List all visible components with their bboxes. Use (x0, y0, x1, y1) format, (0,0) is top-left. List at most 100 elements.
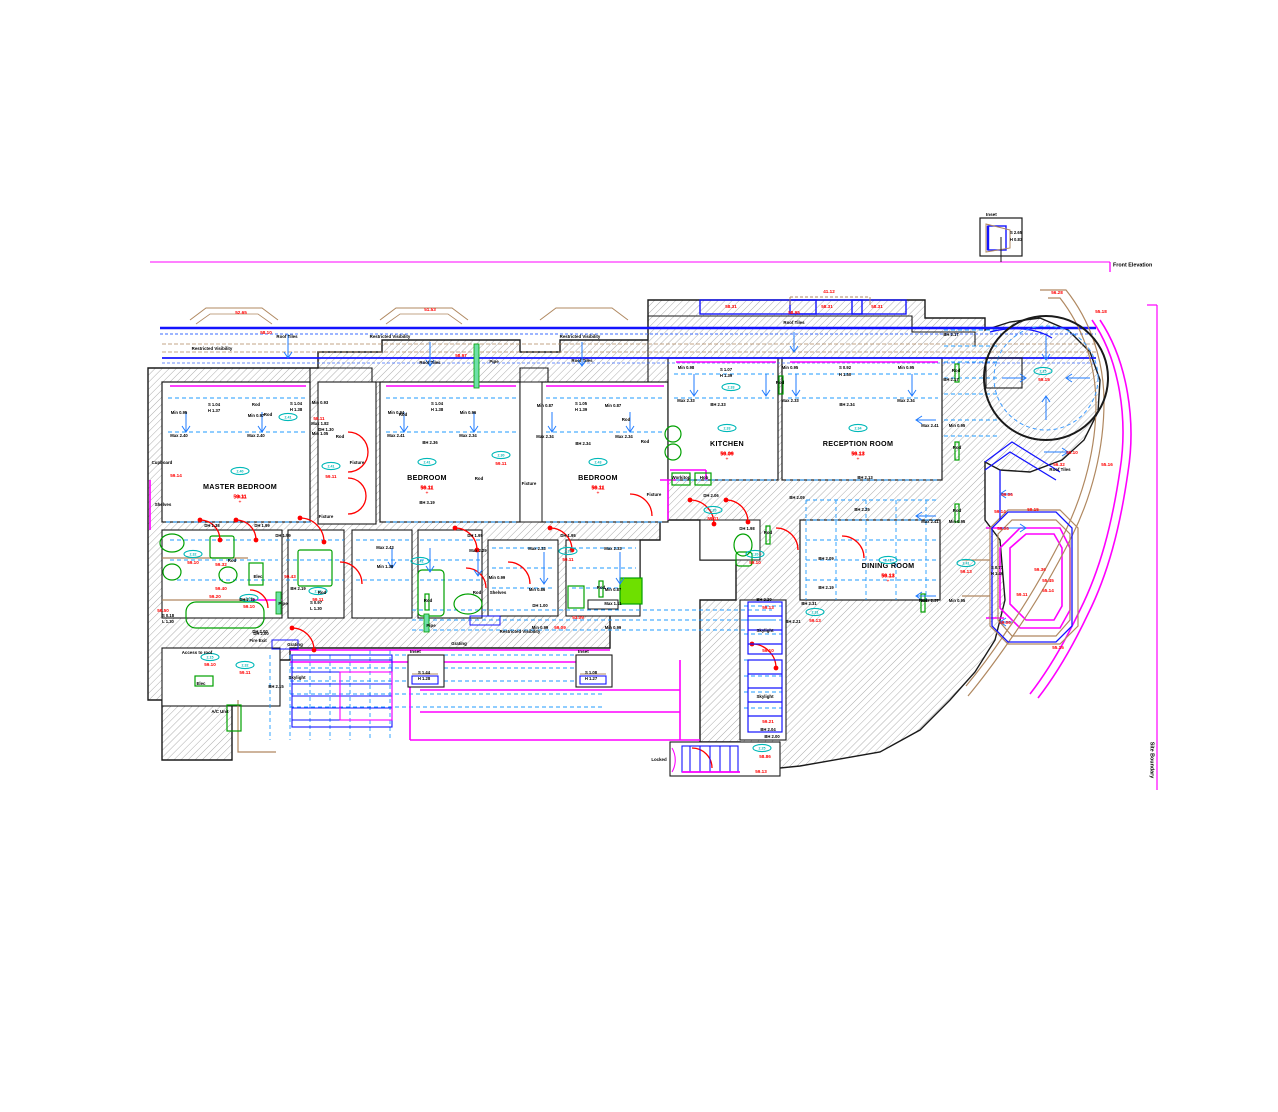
spot-elevation-value: 59.10 (749, 560, 761, 565)
spot-elevation-value: 59.15 (1038, 377, 1050, 382)
dimension-callout: S 0.77 (991, 565, 1004, 570)
brown-outline-curves (162, 289, 1105, 753)
ceiling-height-tag-ellipse (956, 558, 976, 568)
dimension-callout: H 0.83 (1010, 237, 1023, 242)
spot-elevation-value: 59.40 (215, 586, 227, 591)
dimension-callout: Min 0.96 (460, 410, 477, 415)
spot-elevation-value: 59.13 (809, 618, 821, 623)
ceiling-height-tag-ellipse (278, 412, 298, 422)
ceiling-height-tag-value: 2.19 (246, 596, 253, 600)
spot-elevation-value: 59.10 (204, 662, 216, 667)
ceiling-height-tag-ellipse (745, 549, 765, 559)
inset-box-mid (575, 654, 613, 688)
dimension-callout: Min 0.97 (248, 413, 265, 418)
spot-elevation-value: 59.10 (243, 604, 255, 609)
dimension-callout: Max 2.40 (247, 433, 265, 438)
dimension-callout: BH 2.36 (422, 440, 438, 445)
spot-elevation-value: 59.11 (707, 516, 719, 521)
dimension-callout: H 1.46 (991, 571, 1004, 576)
spot-elevation-value: 59.32 (215, 562, 227, 567)
dimension-callout: S 2.65 (1010, 230, 1023, 235)
ceiling-height-tag-ellipse (703, 505, 723, 515)
dimension-callout: Max 2.41 (921, 519, 939, 524)
dimension-callout: DH 1.95 (467, 533, 483, 538)
dimension-callout: Min 0.95 (949, 423, 966, 428)
front-elevation-label: Front Elevation (1113, 262, 1152, 268)
ceiling-height-tag-ellipse (717, 423, 737, 433)
dimension-callout: H 1.39 (720, 373, 733, 378)
spot-elevation-value: 55.18 (1095, 309, 1107, 314)
spot-elevation-value: 53.09 (572, 615, 584, 620)
plan-note-label: Rod (597, 585, 606, 590)
ceiling-height-tag-value: 2.41 (417, 559, 424, 563)
room-levels: 59.11+59.11+59.11+59.09+59.13+59.13+ (233, 451, 894, 584)
plan-note-label: Fixture (319, 514, 334, 519)
dimension-callout: S 1.08 (585, 670, 598, 675)
dimension-callout: Min 0.99 (532, 625, 549, 630)
spot-elevation-value: 55.15 (1052, 645, 1064, 650)
spot-elevation-value: 51.53 (424, 307, 436, 312)
dimension-callout: H 1.38 (290, 407, 303, 412)
spot-elevation-value: 59.14 (170, 473, 182, 478)
top-dimension-bars (699, 296, 907, 315)
dimension-callout: BH 3.19 (419, 500, 435, 505)
spot-elevation-value: 58.10 (260, 330, 272, 335)
level-cross-mark: + (857, 456, 860, 462)
dimension-callout: S 0.97 (310, 600, 323, 605)
dimension-callout: BH 2.21 (785, 619, 801, 624)
dimension-callout: H 1.37 (208, 408, 221, 413)
spot-elevation-value: 59.10 (762, 648, 774, 653)
ceiling-height-tag-value: 2.32 (315, 589, 322, 593)
dimension-callout: DH 1.95 (560, 533, 576, 538)
spot-elevation-value: 59.14 (994, 509, 1006, 514)
ceiling-height-tag-value: 2.15 (207, 655, 214, 659)
dimension-callout: Max 2.34 (615, 434, 633, 439)
dimension-callout: Max 2.37 (921, 598, 939, 603)
ceiling-height-tag-ellipse (721, 382, 741, 392)
plan-note-label: Workitop (672, 475, 691, 480)
skylight-shafts (747, 601, 783, 733)
room-name-label: BEDROOM (407, 473, 447, 482)
room-name-label: KITCHEN (710, 439, 744, 448)
dimension-callout: DH 1.99 (254, 523, 270, 528)
ceiling-height-tag-value: 2.31 (812, 610, 819, 614)
spot-elevation-value: 59.11 (312, 597, 324, 602)
cyan-dashed-ceiling-grid (166, 329, 1000, 740)
spot-elevation-value: 59.06 (997, 526, 1009, 531)
dimension-callout: BH 2.09 (818, 556, 834, 561)
spot-elevation-value: 58.31 (821, 304, 833, 309)
dimension-callout: BH 2.25 (854, 507, 870, 512)
plan-note-label: Rod (228, 558, 237, 563)
dimension-callout: BH 2.20 (756, 597, 772, 602)
spot-elevation-value: 59.50 (157, 608, 169, 613)
ceiling-height-tag-ellipse (1033, 366, 1053, 376)
ceiling-height-tag-ellipse (321, 461, 341, 471)
ceiling-height-tag-value: 2.20 (752, 552, 759, 556)
dimension-callout: BH 2.19 (290, 586, 306, 591)
spot-elevation-value: 58.95 (788, 310, 800, 315)
ceiling-height-tag-value: 2.41 (885, 558, 892, 562)
dimension-callout: BH 2.00 (764, 734, 780, 739)
dimension-callout: DH 2.06 (703, 493, 719, 498)
fixtures-green (159, 363, 960, 732)
spot-elevation-value: 59.09 (721, 451, 733, 456)
plan-note-label: Rod (952, 368, 961, 373)
plan-note-label: Hob (700, 475, 709, 480)
spot-elevation-value: 59.43 (284, 574, 296, 579)
dimension-callout: H 1.38 (431, 407, 444, 412)
dimension-callout: DH 2.19 (239, 597, 255, 602)
ceiling-height-tag-ellipse (588, 457, 608, 467)
dimension-callout: BH 2.31 (801, 601, 817, 606)
dimension-callout: BH 2.34 (575, 441, 591, 446)
plan-note-label: Rod (953, 508, 962, 513)
spot-elevation-value: 58.86 (759, 754, 771, 759)
plan-note-label: Pipe (278, 601, 288, 606)
ceiling-height-tag-value: 2.41 (285, 415, 292, 419)
inset-label-mid: Inset (578, 649, 589, 654)
plan-note-label: Grating (287, 642, 303, 647)
plan-note-label: Roof Tiles (571, 358, 593, 363)
dimension-callout: S 1.04 (208, 402, 221, 407)
spot-elevation-value: 59.11 (239, 670, 251, 675)
